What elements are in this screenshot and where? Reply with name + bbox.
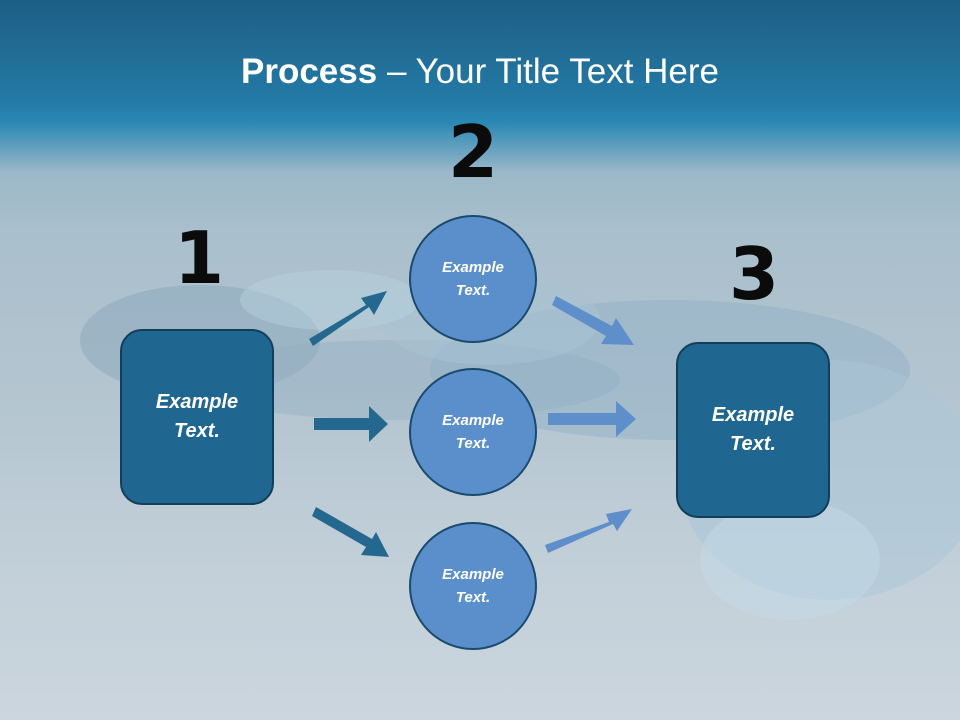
circle-top: Example Text. bbox=[409, 215, 537, 343]
title-rest: – Your Title Text Here bbox=[377, 52, 719, 91]
arrow-right-dark bbox=[314, 406, 388, 442]
step-1-number: 1 bbox=[173, 216, 225, 300]
step-3-box: Example Text. bbox=[676, 342, 830, 518]
step-3-text: Example Text. bbox=[711, 404, 795, 455]
arrow-down-right-dark bbox=[312, 507, 389, 557]
step-2-number: 2 bbox=[447, 110, 499, 194]
step-1-text: Example Text. bbox=[155, 391, 239, 442]
arrow-up-right-dark bbox=[309, 291, 387, 346]
circle-middle: Example Text. bbox=[409, 368, 537, 496]
circle-middle-text: Example Text. bbox=[442, 412, 504, 452]
arrow-right-light bbox=[548, 401, 636, 437]
step-3-number: 3 bbox=[728, 232, 780, 316]
slide-title: Process – Your Title Text Here bbox=[0, 52, 960, 92]
circle-bottom-text: Example Text. bbox=[442, 566, 504, 606]
arrow-up-right-light bbox=[545, 509, 632, 553]
arrow-down-right-light bbox=[552, 296, 634, 345]
circle-bottom: Example Text. bbox=[409, 522, 537, 650]
circle-top-text: Example Text. bbox=[442, 259, 504, 299]
title-bold: Process bbox=[241, 52, 378, 91]
step-1-box: Example Text. bbox=[120, 329, 274, 505]
